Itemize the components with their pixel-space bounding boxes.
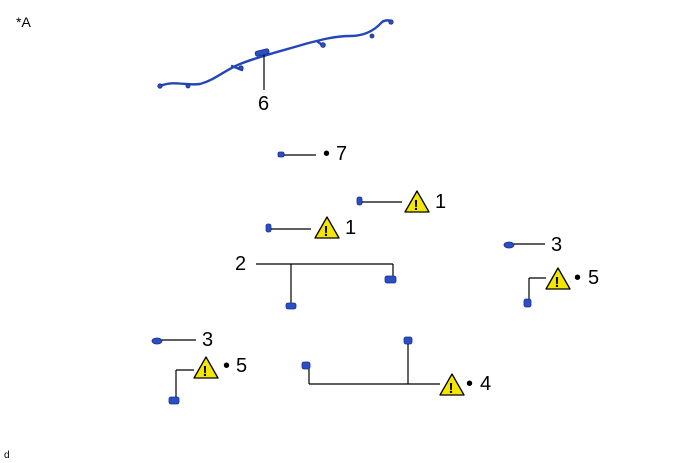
svg-text:!: ! (324, 223, 329, 240)
part-number-4: 4 (480, 373, 491, 395)
svg-text:!: ! (203, 363, 208, 380)
caution-icon: ! (193, 356, 219, 380)
sensor-left (168, 396, 180, 405)
clip-right (503, 241, 515, 249)
bullet-4: • (466, 373, 473, 395)
part-number-5-left: 5 (236, 355, 247, 377)
part-number-2: 2 (235, 253, 246, 275)
part-7-clip (277, 151, 285, 158)
caution-icon: ! (545, 267, 571, 291)
bullet-5-left: • (223, 355, 230, 377)
sensor-right (523, 298, 532, 308)
sensor-pair-center (285, 275, 397, 310)
caution-icon: ! (314, 216, 340, 240)
svg-text:!: ! (414, 197, 419, 214)
bullet-5-right: • (574, 267, 581, 289)
part-number-1-lower: 1 (345, 217, 356, 239)
figure-code: d (4, 450, 10, 461)
part-number-1-upper: 1 (435, 191, 446, 213)
svg-text:!: ! (449, 380, 454, 397)
sensor-lower (265, 223, 272, 233)
part-number-7: 7 (336, 143, 347, 165)
bullet-7: • (323, 143, 330, 165)
svg-text:!: ! (555, 274, 560, 291)
wire-harness (157, 19, 394, 89)
caution-icon: ! (404, 190, 430, 214)
sensor-upper (356, 196, 363, 206)
sensor-pair-bottom (301, 336, 413, 370)
view-label: *A (16, 14, 31, 30)
part-number-3-left: 3 (202, 329, 213, 351)
part-number-6: 6 (258, 93, 269, 115)
part-number-3-right: 3 (551, 234, 562, 256)
caution-icon: ! (439, 373, 465, 397)
part-number-5-right: 5 (588, 267, 599, 289)
clip-left (151, 337, 163, 345)
